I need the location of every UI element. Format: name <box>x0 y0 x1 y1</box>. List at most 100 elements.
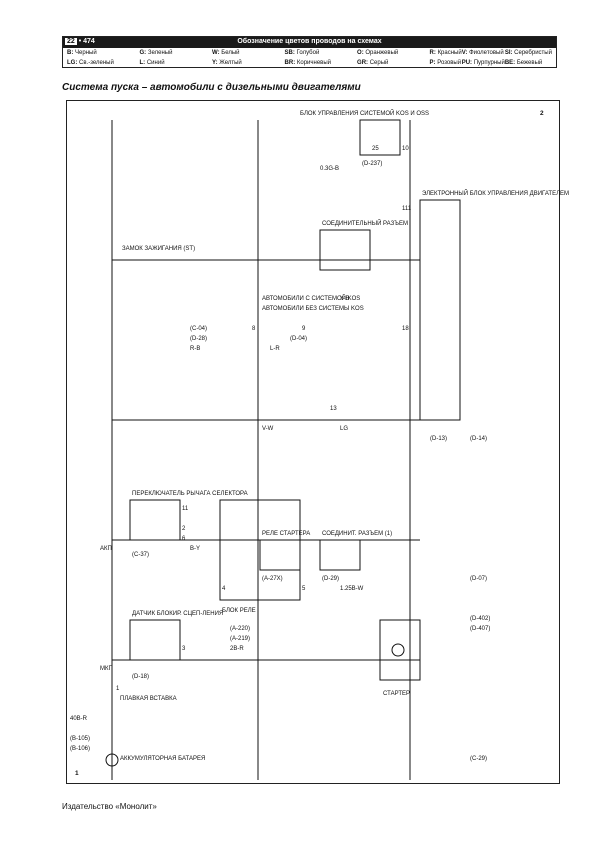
wire-code: 0.3G-B <box>320 166 339 172</box>
diagram-frame <box>66 100 560 784</box>
connector-code: (C-04) <box>190 326 207 332</box>
connector-code: (D-407) <box>470 626 490 632</box>
legend-code: L: <box>139 60 146 66</box>
header-title: Обозначение цветов проводов на схемах <box>237 38 382 45</box>
pin-number: 18 <box>402 326 409 332</box>
legend-name: Желтый <box>219 60 242 66</box>
pin-number: 4 <box>222 586 226 592</box>
legend-name: Розовый <box>437 60 462 66</box>
legend-name: Пурпурный <box>473 60 505 66</box>
kos-block-code: (D-237) <box>362 161 382 167</box>
connector-code: (D-28) <box>190 336 207 342</box>
wire-code: B-Y <box>190 546 200 552</box>
pin-number: 3 <box>182 646 186 652</box>
clutch-sensor-box <box>129 619 181 661</box>
legend-item: G: Зеленый <box>140 48 213 58</box>
connector-code: (C-29) <box>470 756 487 762</box>
mt-label: МКП <box>100 666 113 672</box>
legend-code: G: <box>139 50 147 56</box>
pin-number: 25 <box>372 146 379 152</box>
diagram-title: Система пуска – автомобили с дизельными … <box>62 82 361 93</box>
page-number: 22 • 474 <box>65 38 95 45</box>
connector-code: (D-402) <box>470 616 490 622</box>
legend-name: Синий <box>146 60 165 66</box>
selector-box <box>129 499 181 541</box>
ignition-label: ЗАМОК ЗАЖИГАНИЯ (ST) <box>122 246 195 252</box>
wire-code: Y-B <box>340 296 349 302</box>
with-kos-label: АВТОМОБИЛИ С СИСТЕМОЙ KOS <box>262 294 360 302</box>
connector-code: (B-105) <box>70 736 90 742</box>
pin-number: 11 <box>182 506 189 512</box>
legend-item: B: Черный <box>67 48 140 58</box>
legend-name: Зеленый <box>147 50 173 56</box>
pin-number: 2 <box>182 526 186 532</box>
pin-number: 6 <box>182 536 186 542</box>
starter-relay-label: РЕЛЕ СТАРТЕРА <box>262 531 310 537</box>
connector-code: (A-220) <box>230 626 250 632</box>
legend-item: SB: Голубой <box>285 48 358 58</box>
fuse-label: ПЛАВКАЯ ВСТАВКА <box>120 696 177 702</box>
battery-icon <box>105 753 119 767</box>
kos-block-box <box>359 119 401 156</box>
wire-code: 40B-R <box>70 716 88 722</box>
kos-block-label: БЛОК УПРАВЛЕНИЯ СИСТЕМОЙ KOS И OSS <box>300 109 429 117</box>
clutch-sensor-code: (D-18) <box>132 674 149 680</box>
legend-code: R: <box>429 50 436 56</box>
legend-code: V: <box>461 50 468 56</box>
legend-item: SI: Серебристый <box>505 48 552 58</box>
pin-number: 5 <box>302 586 306 592</box>
page-header: 22 • 474 Обозначение цветов проводов на … <box>62 36 557 68</box>
legend-item: GR: Серый <box>357 58 430 68</box>
legend-item: LG: Св.-зеленый <box>67 58 140 68</box>
starter-relay-code: (A-27X) <box>262 576 283 582</box>
connector-code: (D-13) <box>430 436 447 442</box>
legend-item: V: Фиолетовый <box>462 48 505 58</box>
selector-code: (C-37) <box>132 552 149 558</box>
connector-code: (D-04) <box>290 336 307 342</box>
ecu-box <box>419 199 461 421</box>
legend-code: BR: <box>284 60 296 66</box>
pin-number: 9 <box>302 326 306 332</box>
wire-code: R-B <box>190 346 200 352</box>
header-bar: 22 • 474 Обозначение цветов проводов на … <box>63 37 556 48</box>
pin-number: 111 <box>402 206 412 212</box>
legend-item: L: Синий <box>140 58 213 68</box>
page-num: 474 <box>83 38 95 45</box>
wire-code: L-R <box>270 346 280 352</box>
diagram-labels: АККУМУЛЯТОРНАЯ БАТАРЕЯ ПЛАВКАЯ ВСТАВКА С… <box>75 109 569 777</box>
legend-code: GR: <box>357 60 369 66</box>
selector-label: ПЕРЕКЛЮЧАТЕЛЬ РЫЧАГА СЕЛЕКТОРА <box>132 491 248 497</box>
legend-code: BE: <box>504 60 516 66</box>
legend-name: Бежевый <box>516 60 543 66</box>
battery-label: АККУМУЛЯТОРНАЯ БАТАРЕЯ <box>120 756 205 762</box>
connector-code: (B-106) <box>70 746 90 752</box>
legend-name: Коричневый <box>296 60 332 66</box>
pin-number: 8 <box>252 326 256 332</box>
starter-relay-box <box>259 539 301 571</box>
legend-item: BR: Коричневый <box>285 58 358 68</box>
legend-code: Y: <box>212 60 218 66</box>
legend-code: LG: <box>67 60 78 66</box>
section-number: 22 <box>65 38 77 45</box>
legend-code: W: <box>212 50 220 56</box>
connector-codes: (B-105) (B-106) (A-220) (A-219) (C-04) (… <box>70 326 490 762</box>
connector-label: СОЕДИНИТЕЛЬНЫЙ РАЗЪЕМ <box>322 219 408 227</box>
legend-name: Красный <box>437 50 462 56</box>
sheet-mark-1: 1 <box>75 770 79 777</box>
legend-item: O: Оранжевый <box>357 48 430 58</box>
legend-code: SB: <box>284 50 295 56</box>
starter-box <box>379 619 421 681</box>
connector-box <box>319 229 371 271</box>
pin-number: 10 <box>402 146 409 152</box>
ecu-label: ЭЛЕКТРОННЫЙ БЛОК УПРАВЛЕНИЯ ДВИГАТЕЛЕМ <box>422 189 569 197</box>
sheet-mark-2: 2 <box>540 110 544 117</box>
legend-name: Белый <box>221 50 240 56</box>
wire-code: 2B-R <box>230 646 244 652</box>
legend-item: P: Розовый <box>430 58 462 68</box>
wire-code: 1.25B-W <box>340 586 364 592</box>
starter-motor-icon <box>391 643 405 657</box>
legend-code: P: <box>429 60 436 66</box>
legend-item: Y: Желтый <box>212 58 285 68</box>
